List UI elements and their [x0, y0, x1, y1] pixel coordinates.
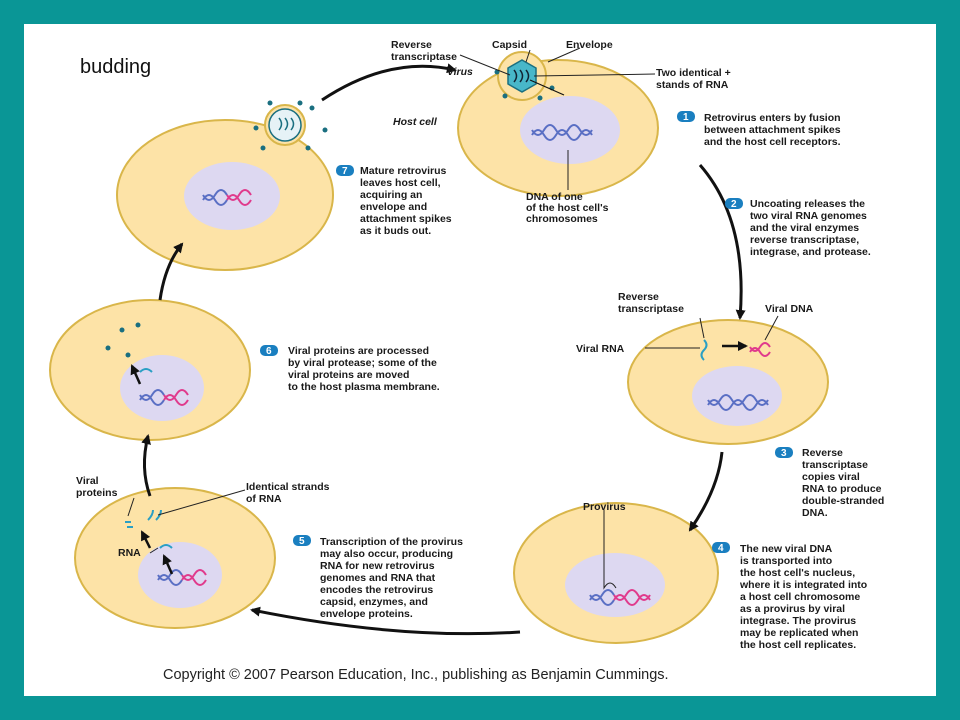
rna-strands: [125, 339, 708, 549]
step-5-line-4: genomes and RNA that: [320, 572, 436, 584]
step-3: 3 Reverse transcriptase copies viral RNA…: [775, 447, 884, 519]
step-4-line-6: as a provirus by viral: [740, 603, 845, 615]
budding-label: budding: [80, 56, 151, 78]
step-7-line-6: as it buds out.: [360, 225, 431, 237]
step-4-number: 4: [718, 543, 724, 554]
step-3-line-3: copies viral: [802, 471, 860, 483]
step-4-line-2: is transported into: [740, 555, 832, 567]
step-5: 5 Transcription of the provirus may also…: [293, 535, 463, 620]
step-4-line-8: may be replicated when: [740, 627, 858, 639]
label-dna-host-1: DNA of one: [526, 191, 583, 203]
step-4-line-4: where it is integrated into: [739, 579, 867, 591]
step-2-line-2: two viral RNA genomes: [750, 210, 867, 222]
step-4-line-3: the host cell's nucleus,: [740, 567, 855, 579]
label-provirus: Provirus: [583, 501, 626, 513]
step-2-line-3: and the viral enzymes: [750, 222, 859, 234]
step-7-line-4: envelope and: [360, 201, 427, 213]
label-rna-strands-2: stands of RNA: [656, 79, 729, 91]
step-6-line-3: viral proteins are moved: [288, 369, 409, 381]
step-1-number: 1: [683, 112, 689, 123]
virus-entering: [497, 51, 547, 101]
provirus-pointer: [603, 510, 617, 590]
step-3-line-1: Reverse: [802, 447, 843, 459]
step-5-line-1: Transcription of the provirus: [320, 536, 463, 548]
label-viral-proteins-2: proteins: [76, 487, 118, 499]
step-1-line-3: and the host cell receptors.: [704, 136, 841, 148]
label-rna: RNA: [118, 547, 141, 559]
label-viral-rna: Viral RNA: [576, 343, 625, 355]
label-dna-host-3: chromosomes: [526, 213, 598, 225]
step-5-line-3: RNA for new retrovirus: [320, 560, 435, 572]
label-capsid: Capsid: [492, 39, 527, 51]
label-viral-proteins-1: Viral: [76, 475, 99, 487]
step-5-line-7: envelope proteins.: [320, 608, 413, 620]
step-6-line-1: Viral proteins are processed: [288, 345, 429, 357]
step-3-number: 3: [781, 448, 787, 459]
step-2-line-4: reverse transcriptase,: [750, 234, 859, 246]
step-4-badge: [712, 542, 730, 553]
step-7-line-2: leaves host cell,: [360, 177, 441, 189]
step-3-line-5: double-stranded: [802, 495, 884, 507]
virus-budding: [268, 108, 302, 142]
step-5-line-6: capsid, enzymes, and: [320, 596, 428, 608]
step-7-number: 7: [342, 166, 348, 177]
step-7-line-1: Mature retrovirus: [360, 165, 447, 177]
step-3-line-2: transcriptase: [802, 459, 868, 471]
step-1-line-1: Retrovirus enters by fusion: [704, 112, 841, 124]
step-4-line-9: the host cell replicates.: [740, 639, 856, 651]
step-2-line-5: integrase, and protease.: [750, 246, 871, 258]
step-6-line-4: to the host plasma membrane.: [288, 381, 440, 393]
nucleus-step3: [692, 366, 782, 426]
step-7-line-3: acquiring an: [360, 189, 422, 201]
step-4: 4 The new viral DNA is transported into …: [712, 542, 867, 651]
step-4-line-1: The new viral DNA: [740, 543, 833, 555]
step-5-line-2: may also occur, producing: [320, 548, 453, 560]
label-rna-strands-1: Two identical +: [656, 67, 731, 79]
step-7: 7 Mature retrovirus leaves host cell, ac…: [336, 165, 452, 237]
label-virus: Virus: [447, 66, 473, 78]
label-reverse-transcriptase-mid-1: Reverse: [618, 291, 659, 303]
step-5-badge: [293, 535, 311, 546]
label-identical-strands-1: Identical strands: [246, 481, 330, 493]
label-viral-dna: Viral DNA: [765, 303, 814, 315]
step-6-line-2: by viral protease; some of the: [288, 357, 437, 369]
label-pointers: [127, 47, 779, 554]
step-3-badge: [775, 447, 793, 458]
label-reverse-transcriptase-top-1: Reverse: [391, 39, 432, 51]
step-6-number: 6: [266, 346, 272, 357]
nucleus-step5: [138, 542, 222, 608]
step-4-line-7: integrase. The provirus: [740, 615, 856, 627]
step-2-line-1: Uncoating releases the: [750, 198, 865, 210]
step-5-number: 5: [299, 536, 305, 547]
step-7-badge: [336, 165, 354, 176]
nucleus-step4: [565, 553, 665, 617]
step-1-line-2: between attachment spikes: [704, 124, 841, 136]
step-3-line-6: DNA.: [802, 507, 828, 519]
label-host-cell: Host cell: [393, 116, 438, 128]
cycle-arrows: [141, 63, 746, 636]
dna-helices: [139, 124, 771, 606]
step-1-badge: [677, 111, 695, 122]
copyright-line: Copyright © 2007 Pearson Education, Inc.…: [163, 667, 669, 683]
label-identical-strands-2: of RNA: [246, 493, 282, 505]
label-reverse-transcriptase-mid-2: transcriptase: [618, 303, 684, 315]
step-1: 1 Retrovirus enters by fusion between at…: [677, 111, 841, 148]
step-3-line-4: RNA to produce: [802, 483, 882, 495]
inner-arrows: [130, 79, 748, 575]
label-reverse-transcriptase-top-2: transcriptase: [391, 51, 457, 63]
label-dna-host-2: of the host cell's: [526, 202, 609, 214]
step-5-line-5: encodes the retrovirus: [320, 584, 433, 596]
step-2-badge: [725, 198, 743, 209]
step-2: 2 Uncoating releases the two viral RNA g…: [725, 198, 871, 258]
step-7-line-5: attachment spikes: [360, 213, 452, 225]
step-2-number: 2: [731, 199, 737, 210]
nucleus-step6: [120, 355, 204, 421]
nucleus-top: [520, 96, 620, 164]
step-6: 6 Viral proteins are processed by viral …: [260, 345, 440, 393]
step-6-badge: [260, 345, 278, 356]
label-envelope: Envelope: [566, 39, 613, 51]
step-4-line-5: a host cell chromosome: [740, 591, 860, 603]
